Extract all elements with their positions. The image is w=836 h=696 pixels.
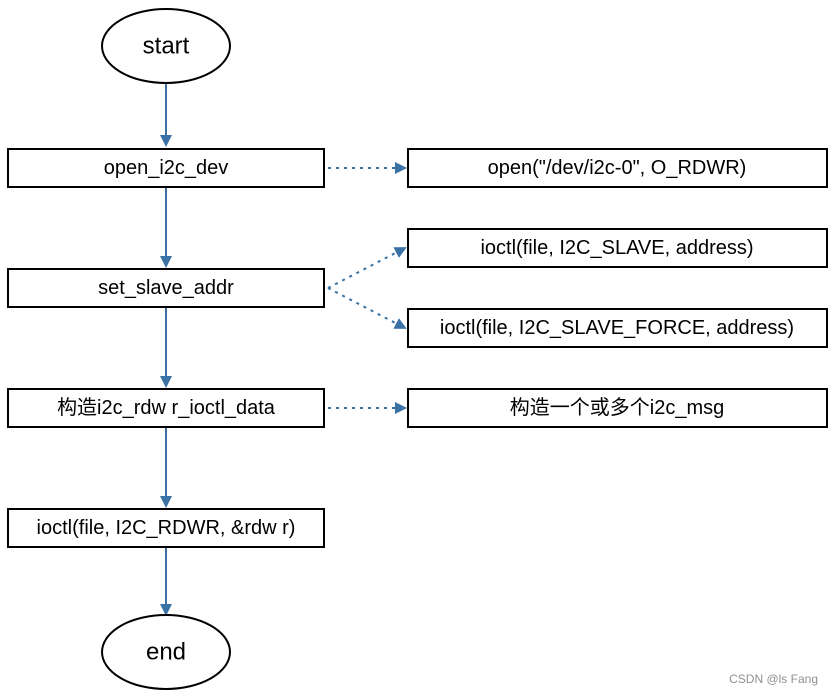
step-open-i2c-dev-label: open_i2c_dev xyxy=(104,157,229,179)
step-build-ioctl-data: 构造i2c_rdw r_ioctl_data xyxy=(7,388,325,428)
start-node: start xyxy=(101,8,231,84)
step-build-ioctl-data-label: 构造i2c_rdw r_ioctl_data xyxy=(57,396,276,419)
end-node: end xyxy=(101,614,231,690)
detail-build-msg: 构造一个或多个i2c_msg xyxy=(407,388,828,428)
detail-build-msg-label: 构造一个或多个i2c_msg xyxy=(510,396,724,419)
detail-arrow-slave xyxy=(327,247,407,289)
step-open-i2c-dev: open_i2c_dev xyxy=(7,148,325,188)
step-ioctl-rdwr: ioctl(file, I2C_RDWR, &rdw r) xyxy=(7,508,325,548)
detail-ioctl-slave: ioctl(file, I2C_SLAVE, address) xyxy=(407,228,828,268)
step-set-slave-addr-label: set_slave_addr xyxy=(98,277,234,299)
detail-open-call-label: open("/dev/i2c-0", O_RDWR) xyxy=(488,157,747,179)
detail-arrow-slave-force xyxy=(327,287,407,329)
step-set-slave-addr: set_slave_addr xyxy=(7,268,325,308)
detail-ioctl-slave-label: ioctl(file, I2C_SLAVE, address) xyxy=(480,237,753,259)
detail-open-call: open("/dev/i2c-0", O_RDWR) xyxy=(407,148,828,188)
step-ioctl-rdwr-label: ioctl(file, I2C_RDWR, &rdw r) xyxy=(37,517,296,539)
start-label: start xyxy=(143,33,190,60)
detail-ioctl-slave-force: ioctl(file, I2C_SLAVE_FORCE, address) xyxy=(407,308,828,348)
detail-ioctl-slave-force-label: ioctl(file, I2C_SLAVE_FORCE, address) xyxy=(440,317,794,339)
end-label: end xyxy=(146,639,186,666)
watermark-text: CSDN @ls Fang xyxy=(729,672,818,686)
